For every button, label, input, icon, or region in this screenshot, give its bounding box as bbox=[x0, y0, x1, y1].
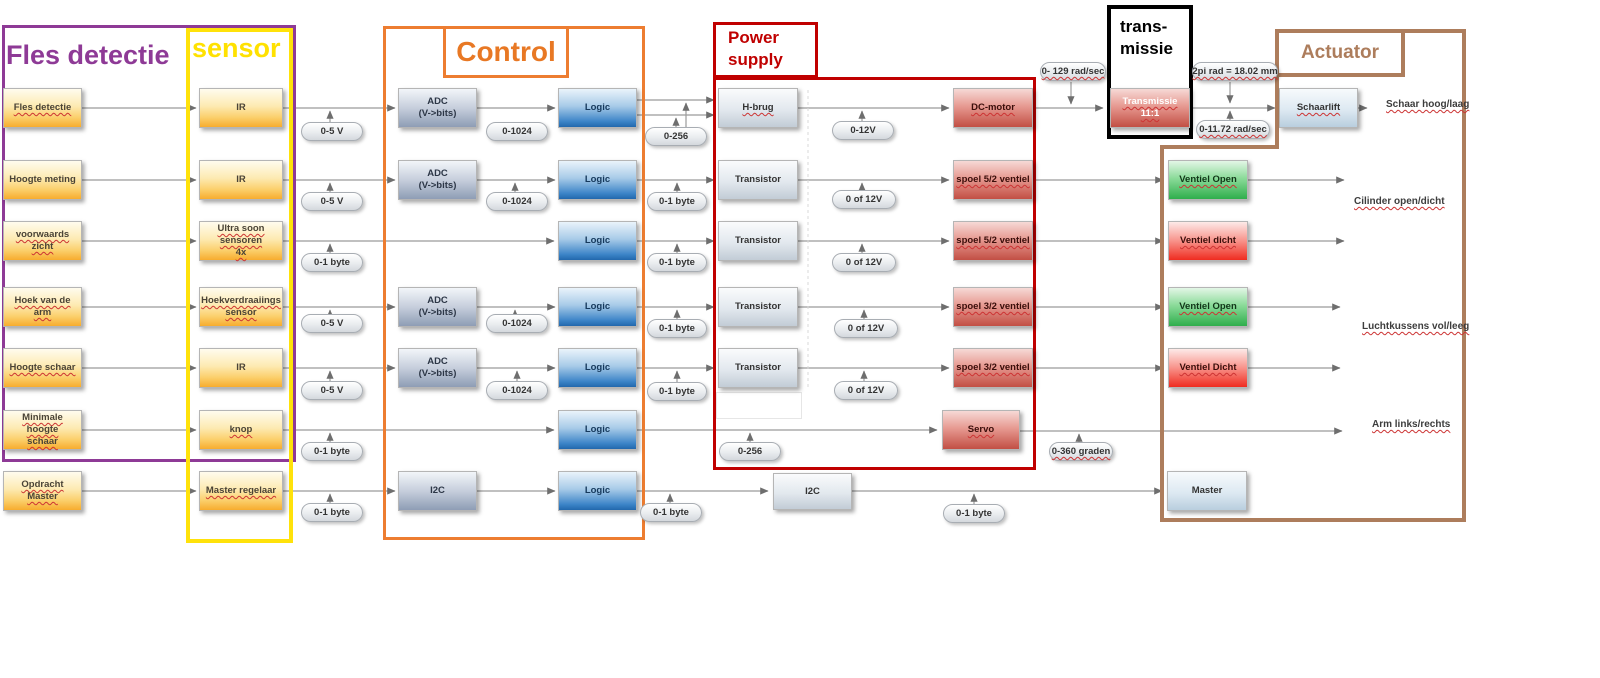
block-logic-5: Logic bbox=[558, 348, 637, 388]
block-transistor-3: Transistor bbox=[718, 287, 798, 327]
transmissie-section-title: trans- missie bbox=[1120, 17, 1173, 59]
control-title-box bbox=[443, 26, 569, 78]
block-knop: knop bbox=[199, 410, 283, 450]
range-0-129-rad-sec: 0- 129 rad/sec bbox=[1040, 62, 1106, 81]
block-ventiel-open-1: Ventiel Open bbox=[1168, 160, 1248, 200]
power-supply-section-title: Power supply bbox=[728, 28, 783, 70]
block-schaarlift: Schaarlift bbox=[1279, 88, 1358, 128]
block-sensor-ir-3: IR bbox=[199, 348, 283, 388]
block-adc-2: ADC (V->bits) bbox=[398, 160, 477, 200]
block-transistor-1: Transistor bbox=[718, 160, 798, 200]
block-spoel-52-ventiel-2: spoel 5/2 ventiel bbox=[953, 221, 1033, 261]
block-fles-detectie: Fles detectie bbox=[3, 88, 82, 128]
actuator-title-box bbox=[1275, 29, 1405, 77]
block-spoel-32-ventiel-2: spoel 3/2 ventiel bbox=[953, 348, 1033, 388]
block-transmissie-11-1: Transmissie 11:1 bbox=[1110, 88, 1190, 128]
block-spoel-52-ventiel-1: spoel 5/2 ventiel bbox=[953, 160, 1033, 200]
sensor-section-title: sensor bbox=[192, 33, 281, 63]
range-0-1byte-6: 0-1 byte bbox=[647, 319, 707, 338]
range-0-1024-3: 0-1024 bbox=[486, 314, 548, 333]
block-master: Master bbox=[1167, 471, 1247, 511]
range-0-1byte-9: 0-1 byte bbox=[943, 504, 1005, 523]
power-supply-section-box bbox=[713, 77, 1036, 470]
block-hoek-van-de-arm: Hoek van de arm bbox=[3, 287, 82, 327]
block-hoogte-meting: Hoogte meting bbox=[3, 160, 82, 200]
range-2pi-rad: 2pi rad = 18.02 mm bbox=[1192, 62, 1278, 81]
block-ventiel-dicht-2: Ventiel Dicht bbox=[1168, 348, 1248, 388]
block-sensor-ir-2: IR bbox=[199, 160, 283, 200]
block-transistor-4: Transistor bbox=[718, 348, 798, 388]
range-0-1024-1: 0-1024 bbox=[486, 122, 548, 141]
range-0-1byte-1: 0-1 byte bbox=[301, 253, 363, 272]
block-hoogte-schaar: Hoogte schaar bbox=[3, 348, 82, 388]
transmissie-section-box bbox=[1107, 5, 1193, 139]
block-logic-7: Logic bbox=[558, 471, 637, 511]
range-0-5v-1: 0-5 V bbox=[301, 122, 363, 141]
label-cilinder-open-dicht: Cilinder open/dicht bbox=[1354, 196, 1445, 207]
range-0-1byte-7: 0-1 byte bbox=[647, 382, 707, 401]
block-master-regelaar: Master regelaar bbox=[199, 471, 283, 511]
block-logic-6: Logic bbox=[558, 410, 637, 450]
range-0-1byte-4: 0-1 byte bbox=[647, 192, 707, 211]
range-0-256-1: 0-256 bbox=[645, 127, 707, 146]
range-0-of-12v-4: 0 of 12V bbox=[834, 381, 898, 400]
block-sensor-ir-1: IR bbox=[199, 88, 283, 128]
actuator-section-title: Actuator bbox=[1300, 42, 1380, 63]
range-0-12v: 0-12V bbox=[832, 121, 894, 140]
block-dc-motor: DC-motor bbox=[953, 88, 1033, 128]
block-adc-1: ADC (V->bits) bbox=[398, 88, 477, 128]
block-h-brug: H-brug bbox=[718, 88, 798, 128]
range-0-1byte-5: 0-1 byte bbox=[647, 253, 707, 272]
label-luchtkussens-vol-leeg: Luchtkussens vol/leeg bbox=[1362, 321, 1470, 332]
block-ultra-soon-sensoren: Ultra soon sensoren 4x bbox=[199, 221, 283, 261]
erased-block-artifact bbox=[716, 392, 802, 419]
block-i2c-1: I2C bbox=[398, 471, 477, 511]
block-opdracht-master: Opdracht Master bbox=[3, 471, 82, 511]
range-0-of-12v-2: 0 of 12V bbox=[832, 253, 896, 272]
block-logic-4: Logic bbox=[558, 287, 637, 327]
range-0-1byte-3: 0-1 byte bbox=[301, 503, 363, 522]
block-spoel-32-ventiel-1: spoel 3/2 ventiel bbox=[953, 287, 1033, 327]
block-hoekverdraaiings-sensor: Hoekverdraaiings sensor bbox=[199, 287, 283, 327]
range-0-1024-4: 0-1024 bbox=[486, 381, 548, 400]
range-0-1byte-8: 0-1 byte bbox=[640, 503, 702, 522]
label-schaar-hoog-laag: Schaar hoog/laag bbox=[1386, 99, 1470, 110]
block-adc-3: ADC (V->bits) bbox=[398, 287, 477, 327]
sensor-section-box bbox=[186, 28, 293, 543]
block-ventiel-open-2: Ventiel Open bbox=[1168, 287, 1248, 327]
block-i2c-2: I2C bbox=[773, 473, 852, 510]
control-section-title: Control bbox=[456, 36, 556, 67]
range-0-1byte-2: 0-1 byte bbox=[301, 442, 363, 461]
block-voorwaards-zicht: voorwaards zicht bbox=[3, 221, 82, 261]
range-0-256-2: 0-256 bbox=[719, 442, 781, 461]
block-adc-4: ADC (V->bits) bbox=[398, 348, 477, 388]
range-0-of-12v-3: 0 of 12V bbox=[834, 319, 898, 338]
block-logic-2: Logic bbox=[558, 160, 637, 200]
block-ventiel-dicht-1: Ventiel dicht bbox=[1168, 221, 1248, 261]
range-0-11-72-rad-sec: 0-11.72 rad/sec bbox=[1196, 120, 1270, 139]
label-arm-links-rechts: Arm links/rechts bbox=[1372, 419, 1451, 430]
range-0-5v-4: 0-5 V bbox=[301, 381, 363, 400]
range-0-5v-3: 0-5 V bbox=[301, 314, 363, 333]
actuator-section-outline bbox=[1160, 29, 1466, 522]
range-0-360-graden: 0-360 graden bbox=[1049, 442, 1113, 461]
block-logic-1: Logic bbox=[558, 88, 637, 128]
block-transistor-2: Transistor bbox=[718, 221, 798, 261]
block-logic-3: Logic bbox=[558, 221, 637, 261]
range-0-1024-2: 0-1024 bbox=[486, 192, 548, 211]
block-minimale-hoogte-schaar: Minimale hoogte schaar bbox=[3, 410, 82, 450]
range-0-of-12v-1: 0 of 12V bbox=[832, 190, 896, 209]
block-servo: Servo bbox=[942, 410, 1020, 450]
range-0-5v-2: 0-5 V bbox=[301, 192, 363, 211]
power-supply-title-box bbox=[713, 22, 818, 78]
fles-detectie-section-title: Fles detectie bbox=[6, 40, 170, 70]
